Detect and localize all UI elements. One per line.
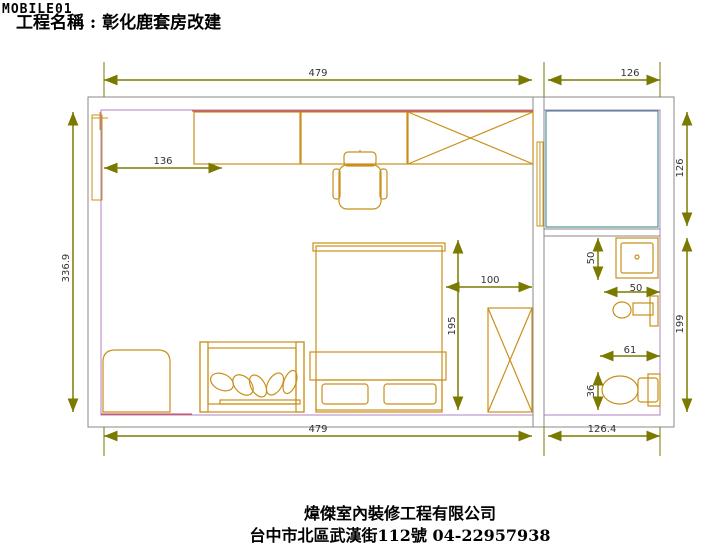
dim-top-left: 479: [308, 68, 327, 79]
dim-bath-50-v: 50: [586, 252, 597, 265]
walls: [87, 96, 675, 428]
dim-bath-50-h: 50: [630, 283, 643, 294]
dimension-lines: [67, 74, 693, 442]
dim-bottom-right: 126.4: [588, 424, 617, 435]
armchair: [102, 349, 171, 413]
sofa: [199, 341, 305, 413]
wardrobe: [487, 307, 533, 413]
company-name: 煒傑室內裝修工程有限公司: [303, 504, 496, 523]
dim-136: 136: [153, 156, 172, 167]
dim-top-right: 126: [620, 68, 639, 79]
left-door: [91, 112, 108, 201]
bed: [309, 242, 447, 413]
company-address: 台中市北區武漢街112號 04-22957938: [249, 526, 551, 545]
project-title: 工程名稱 : 彰化鹿套房改建: [16, 13, 222, 33]
dim-right-bottom: 199: [675, 314, 686, 333]
dim-bath-61: 61: [624, 345, 637, 356]
dim-right-top: 126: [675, 158, 686, 177]
dim-100: 100: [480, 275, 499, 286]
dim-left-height: 336.9: [61, 254, 72, 283]
dim-195: 195: [447, 316, 458, 335]
closet-room: [545, 110, 659, 228]
mobile01-logo: MOBILE01: [2, 2, 73, 17]
dim-bath-36: 36: [586, 385, 597, 398]
desk-chair-icon: [332, 150, 388, 210]
dim-bottom-left: 479: [308, 424, 327, 435]
bathroom-fixtures: [601, 237, 661, 407]
middle-door: [536, 141, 544, 227]
upper-cabinets: [193, 111, 534, 165]
